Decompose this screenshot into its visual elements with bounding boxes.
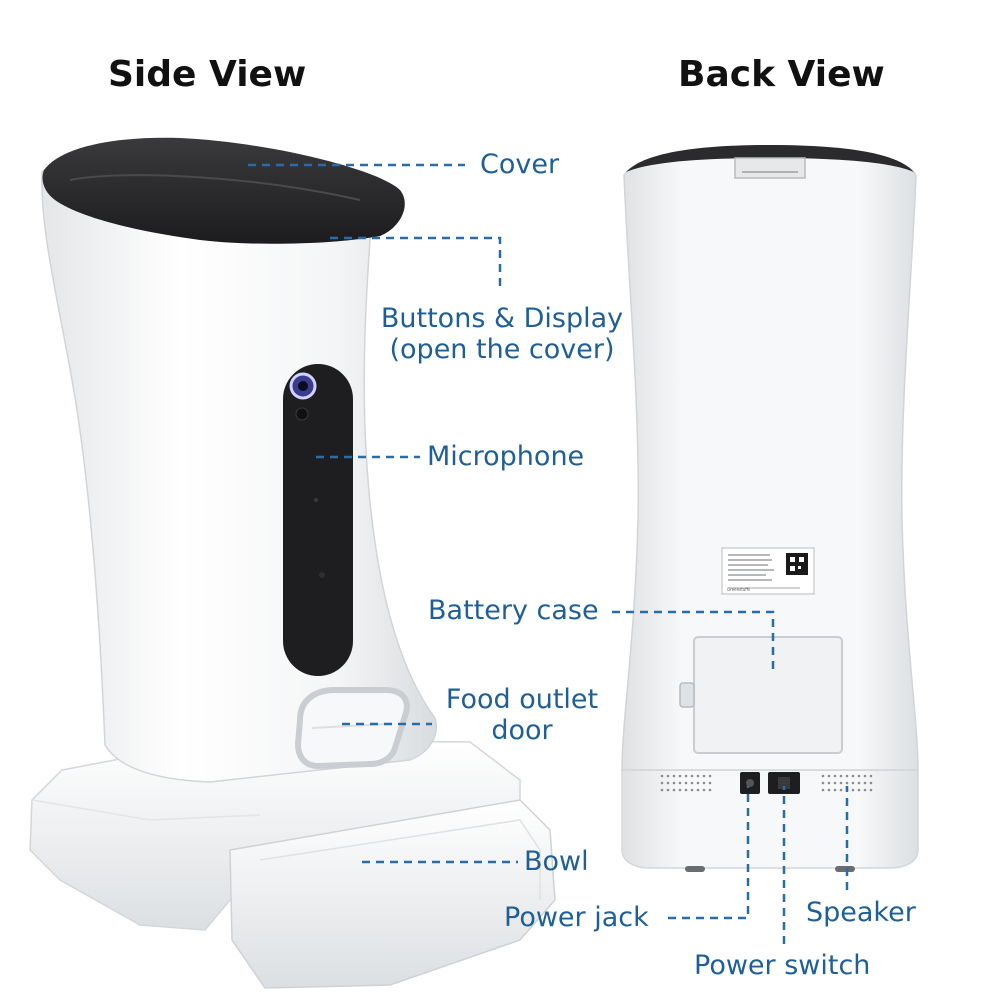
back-view-device: Greenstuffs <box>621 145 919 872</box>
qr-code <box>786 553 808 575</box>
buttons-display-label-line1: Buttons & Display <box>380 303 624 334</box>
food-outlet-label-line2: door <box>491 715 553 746</box>
side-view-heading: Side View <box>108 54 307 95</box>
back-lid-rim <box>626 145 914 172</box>
side-lid <box>42 137 405 244</box>
power-jack-label: Power jack <box>504 902 649 933</box>
speaker-label: Speaker <box>806 897 916 928</box>
power-jack-leader <box>668 786 750 920</box>
battery-case-leader <box>612 610 775 672</box>
display-strip <box>283 364 353 676</box>
speaker-grille <box>821 774 873 792</box>
food-outlet-door <box>294 687 410 770</box>
left-grille <box>660 774 712 792</box>
power-switch-label: Power switch <box>694 950 871 981</box>
sensor-dot <box>295 407 309 421</box>
food-outlet-label-line1: Food outlet <box>445 684 599 715</box>
buttons-display-leader <box>330 236 502 290</box>
back-base <box>621 769 919 869</box>
back-view-heading: Back View <box>678 54 885 95</box>
leader-lines <box>248 163 849 944</box>
sticker-brand: Greenstuffs <box>727 587 750 592</box>
side-view-device <box>29 137 556 989</box>
battery-case-label: Battery case <box>428 595 599 626</box>
buttons-display-label-line2: (open the cover) <box>389 334 615 365</box>
bowl-drawer <box>229 799 556 989</box>
battery-case-cover <box>693 636 843 754</box>
food-outlet-label: Food outlet door <box>432 684 612 746</box>
buttons-display-label: Buttons & Display (open the cover) <box>372 303 632 365</box>
cover-label: Cover <box>480 149 560 180</box>
bowl-label: Bowl <box>524 846 589 877</box>
info-sticker: Greenstuffs <box>721 547 815 595</box>
microphone-label: Microphone <box>427 441 585 472</box>
side-base <box>29 739 521 931</box>
